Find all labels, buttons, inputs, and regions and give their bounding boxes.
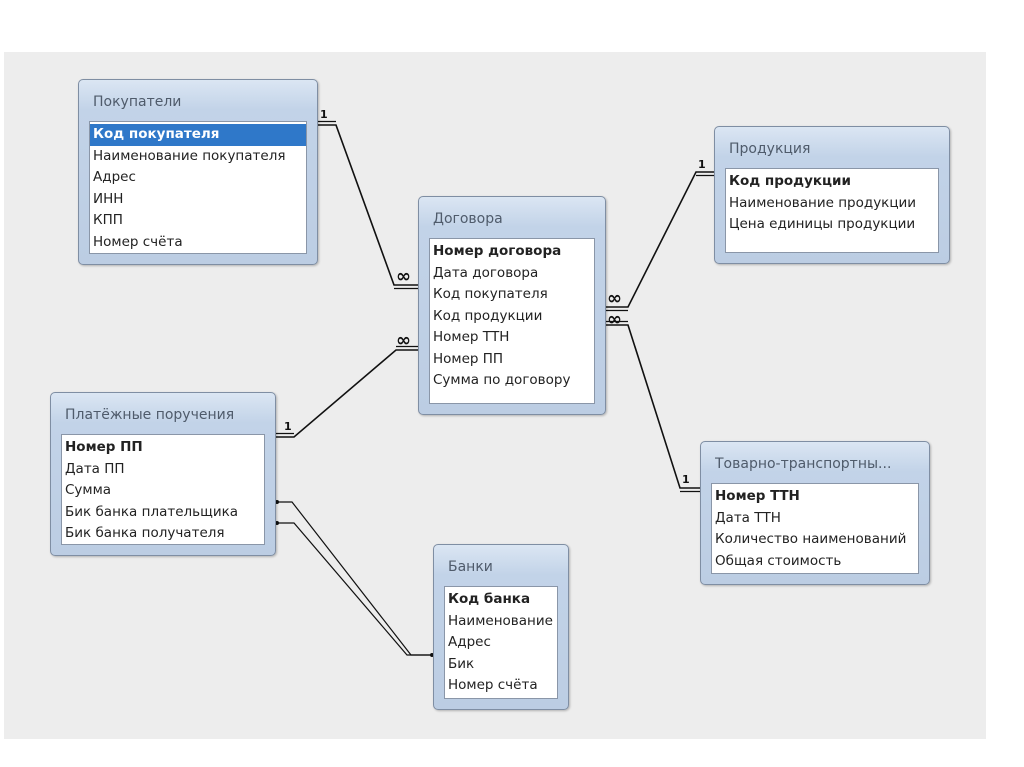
- table-title[interactable]: Платёжные поручения: [65, 407, 235, 423]
- field-list[interactable]: Номер ТТН Дата ТТН Количество наименован…: [711, 483, 919, 574]
- field-item[interactable]: Номер счёта: [448, 677, 538, 693]
- field-item[interactable]: Наименование покупателя: [93, 147, 286, 164]
- field-item[interactable]: Номер счёта: [93, 233, 183, 250]
- field-item[interactable]: Код банка: [448, 591, 531, 607]
- field-item[interactable]: Цена единицы продукции: [729, 216, 916, 232]
- field-item[interactable]: Бик банка плательщика: [65, 503, 239, 520]
- table-produktsiya[interactable]: Продукция Код продукции Наименование про…: [714, 126, 950, 264]
- field-item[interactable]: Сумма по договору: [433, 372, 571, 388]
- field-item[interactable]: Наименование: [448, 612, 553, 629]
- field-item[interactable]: Количество наименований: [715, 531, 907, 547]
- field-item[interactable]: Номер ТТН: [433, 329, 510, 345]
- field-item[interactable]: Дата ТТН: [715, 509, 781, 526]
- field-item[interactable]: Номер ПП: [65, 439, 143, 455]
- field-list[interactable]: Код продукции Наименование продукции Цен…: [725, 168, 939, 253]
- field-item[interactable]: Номер ПП: [433, 350, 504, 367]
- field-list[interactable]: Код покупателя Наименование покупателя А…: [89, 121, 307, 254]
- table-title[interactable]: Договора: [433, 211, 503, 227]
- field-item[interactable]: Сумма: [65, 482, 112, 498]
- field-item[interactable]: Адрес: [448, 634, 491, 650]
- field-item[interactable]: Бик банка получателя: [65, 525, 225, 541]
- table-banki[interactable]: Банки Код банка Наименование Адрес Бик Н…: [433, 544, 569, 710]
- table-tovarno-transportnye[interactable]: Товарно-транспортны... Номер ТТН Дата ТТ…: [700, 441, 930, 585]
- field-item[interactable]: Дата договора: [433, 264, 539, 281]
- table-title[interactable]: Товарно-транспортны...: [715, 456, 892, 472]
- field-item[interactable]: КПП: [93, 212, 123, 228]
- table-title[interactable]: Банки: [448, 559, 493, 575]
- table-dogovora[interactable]: Договора Номер договора Дата договора Ко…: [418, 196, 606, 415]
- field-item[interactable]: Адрес: [93, 169, 136, 185]
- field-item[interactable]: Код покупателя: [433, 286, 548, 302]
- field-item[interactable]: ИНН: [93, 190, 124, 207]
- table-platezhnye-porucheniya[interactable]: Платёжные поручения Номер ПП Дата ПП Сум…: [50, 392, 276, 556]
- field-item[interactable]: Общая стоимость: [715, 552, 842, 569]
- field-list[interactable]: Номер ПП Дата ПП Сумма Бик банка платель…: [61, 434, 265, 545]
- field-item[interactable]: Наименование продукции: [729, 194, 917, 211]
- table-title[interactable]: Продукция: [729, 141, 811, 157]
- field-item[interactable]: Дата ПП: [65, 460, 125, 477]
- field-item[interactable]: Код продукции: [729, 173, 851, 189]
- field-item[interactable]: Номер ТТН: [715, 488, 800, 504]
- table-pokupateli[interactable]: Покупатели Код покупателя Наименование п…: [78, 79, 318, 265]
- field-list[interactable]: Номер договора Дата договора Код покупат…: [429, 238, 595, 404]
- field-item[interactable]: Бик: [448, 655, 475, 672]
- field-list[interactable]: Код банка Наименование Адрес Бик Номер с…: [444, 586, 558, 699]
- table-title[interactable]: Покупатели: [93, 94, 182, 110]
- field-item-selected[interactable]: Код покупателя: [90, 124, 306, 146]
- field-item[interactable]: Код продукции: [433, 307, 543, 324]
- field-item[interactable]: Номер договора: [433, 243, 562, 259]
